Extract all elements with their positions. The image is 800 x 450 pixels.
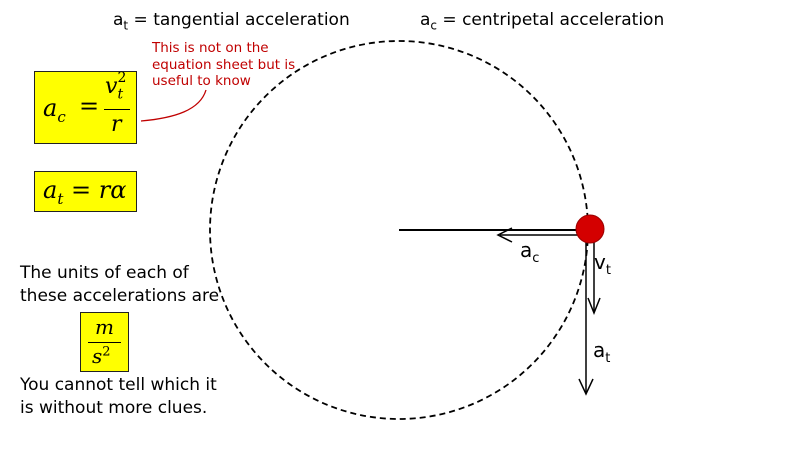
centripetal-label: ac [520,238,540,266]
units-box: m s2 [80,312,129,372]
velocity-label: vt [594,250,611,278]
tangential-formula-box: at = rα [34,171,137,212]
tangential-definition: at = tangential acceleration [113,10,350,33]
conclusion-text: You cannot tell which it is without more… [20,375,217,418]
tangential-arrowhead [578,378,594,396]
velocity-arrowhead [587,297,601,316]
tangential-label: at [593,338,611,366]
units-text: The units of each of these accelerations… [20,263,220,306]
centripetal-definition: ac = centripetal acceleration [420,10,665,33]
ball [575,214,605,244]
equation-sheet-note: This is not on the equation sheet but is… [152,40,296,89]
centripetal-arrowhead [496,227,513,243]
note-pointer-line [140,89,207,122]
